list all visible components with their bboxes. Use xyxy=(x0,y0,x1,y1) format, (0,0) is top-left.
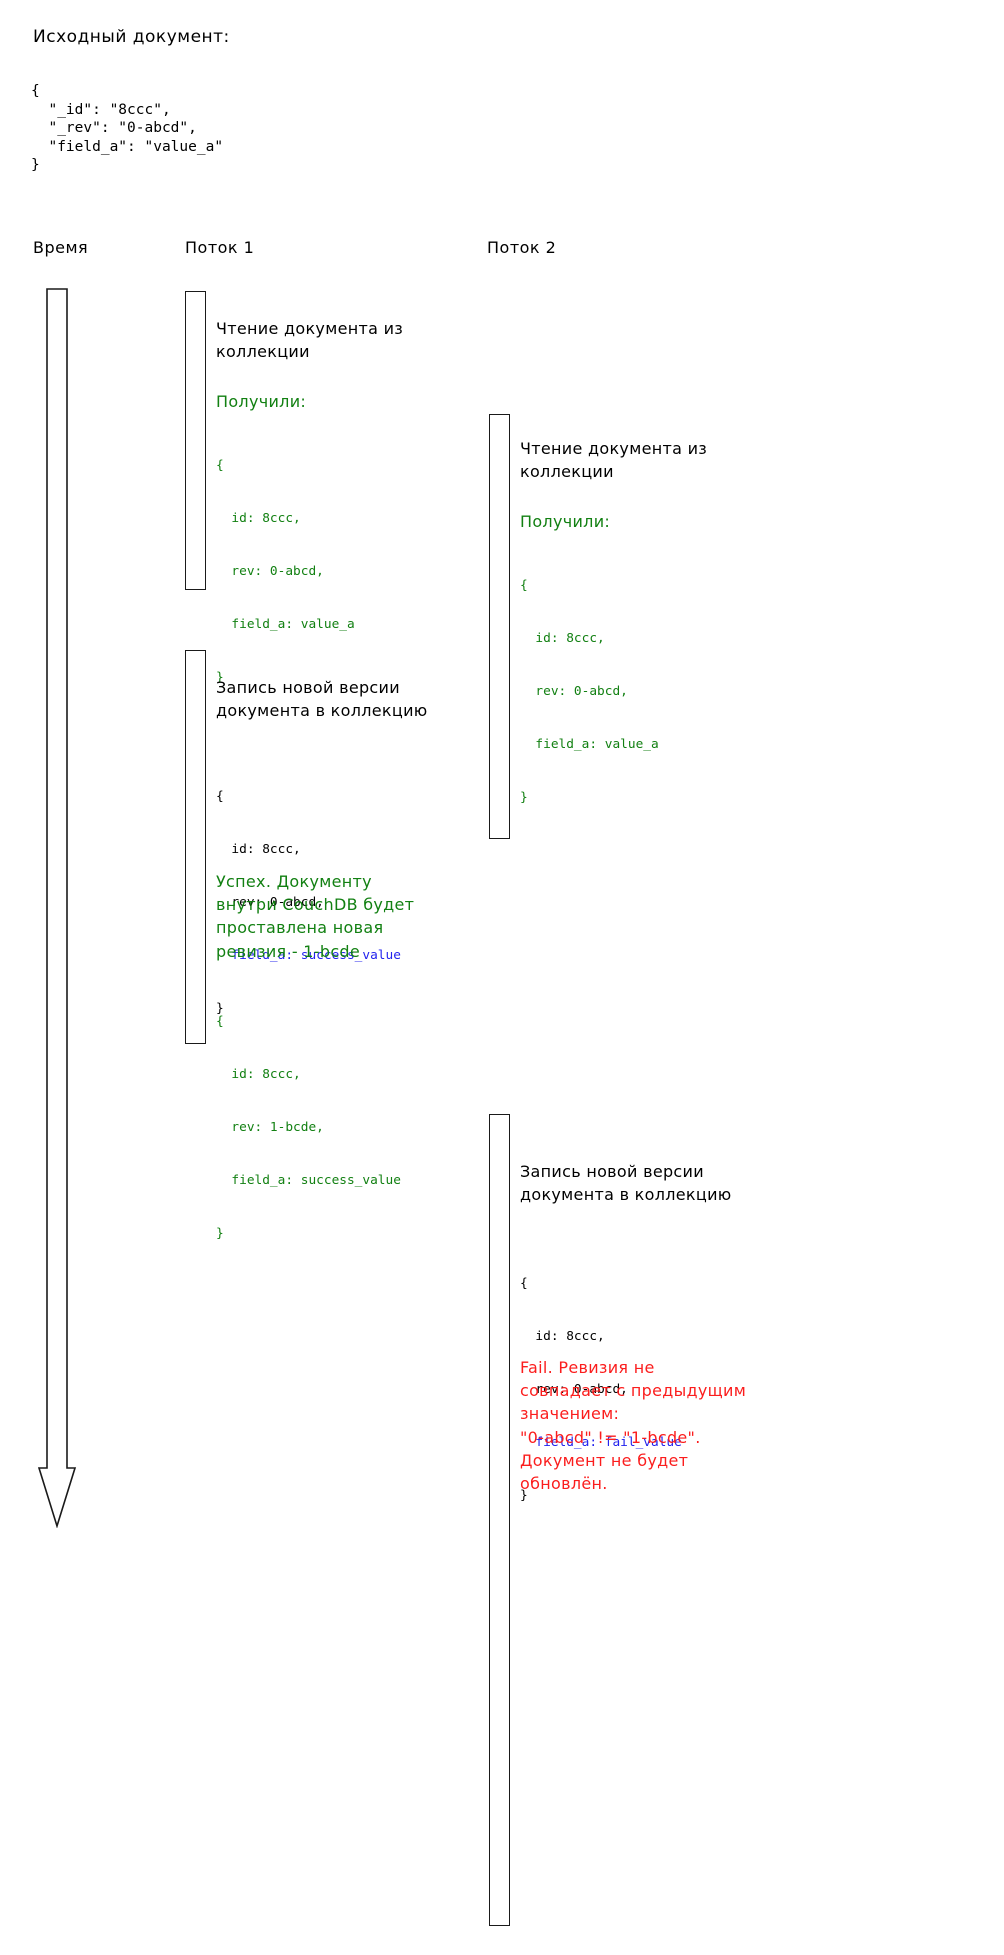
code-line: } xyxy=(216,670,224,686)
thread2-block2-action: Запись новой версии документа в коллекци… xyxy=(520,1162,732,1205)
thread2-activation-bar-2 xyxy=(489,1114,510,1926)
code-line: id: 8ccc, xyxy=(216,511,301,527)
code-line-changed: field_a: fail_value xyxy=(520,1435,682,1451)
thread1-activation-bar-1 xyxy=(185,291,206,590)
thread2-block1-action: Чтение документа из коллекции xyxy=(520,439,708,482)
code-line: { xyxy=(520,578,528,594)
code-line: id: 8ccc, xyxy=(520,631,605,647)
code-line: id: 8ccc, xyxy=(216,1067,301,1083)
code-line-changed: field_a: success_value xyxy=(216,948,401,964)
code-line: { xyxy=(216,1014,224,1030)
thread1-block1-code: { id: 8ccc, rev: 0-abcd, field_a: value_… xyxy=(216,422,355,705)
code-line: { xyxy=(216,789,224,805)
thread1-block2-status: Успех. Документу внутри CouchDB будет пр… xyxy=(216,872,415,961)
code-line: id: 8ccc, xyxy=(216,842,301,858)
thread2-block2-status: Fail. Ревизия не совпадает с предыдущим … xyxy=(520,1358,747,1493)
thread1-block2-result-code: { id: 8ccc, rev: 1-bcde, field_a: succes… xyxy=(216,978,401,1261)
code-line: } xyxy=(216,1226,224,1242)
code-line: rev: 0-abcd, xyxy=(520,684,628,700)
thread1-block1-action: Чтение документа из коллекции xyxy=(216,319,404,362)
thread2-block2-code: { id: 8ccc, rev: 0-abcd, field_a: fail_v… xyxy=(520,1240,682,1523)
thread1-block2-action: Запись новой версии документа в коллекци… xyxy=(216,678,428,721)
code-line: rev: 0-abcd, xyxy=(216,564,324,580)
time-axis-arrow xyxy=(38,288,86,1528)
source-document-json: { "_id": "8ccc", "_rev": "0-abcd", "fiel… xyxy=(31,83,224,174)
thread2-block1-code: { id: 8ccc, rev: 0-abcd, field_a: value_… xyxy=(520,542,659,825)
code-line: } xyxy=(216,1001,224,1017)
thread2-activation-bar-1 xyxy=(489,414,510,839)
thread1-block2-code: { id: 8ccc, rev: 0-abcd, field_a: succes… xyxy=(216,753,401,1036)
page-title: Исходный документ: xyxy=(33,27,230,47)
code-line: field_a: value_a xyxy=(520,737,659,753)
code-line: { xyxy=(216,458,224,474)
code-line: rev: 0-abcd, xyxy=(520,1382,628,1398)
code-line: id: 8ccc, xyxy=(520,1329,605,1345)
thread2-block1-status: Получили: xyxy=(520,512,611,531)
code-line: rev: 1-bcde, xyxy=(216,1120,324,1136)
code-line: } xyxy=(520,1488,528,1504)
code-line: rev: 0-abcd, xyxy=(216,895,324,911)
thread1-block1-status: Получили: xyxy=(216,392,307,411)
code-line: field_a: value_a xyxy=(216,617,355,633)
code-line: { xyxy=(520,1276,528,1292)
code-line: field_a: success_value xyxy=(216,1173,401,1189)
column-header-time: Время xyxy=(33,238,89,257)
column-header-thread1: Поток 1 xyxy=(185,238,255,257)
code-line: } xyxy=(520,790,528,806)
thread1-activation-bar-2 xyxy=(185,650,206,1044)
column-header-thread2: Поток 2 xyxy=(487,238,557,257)
